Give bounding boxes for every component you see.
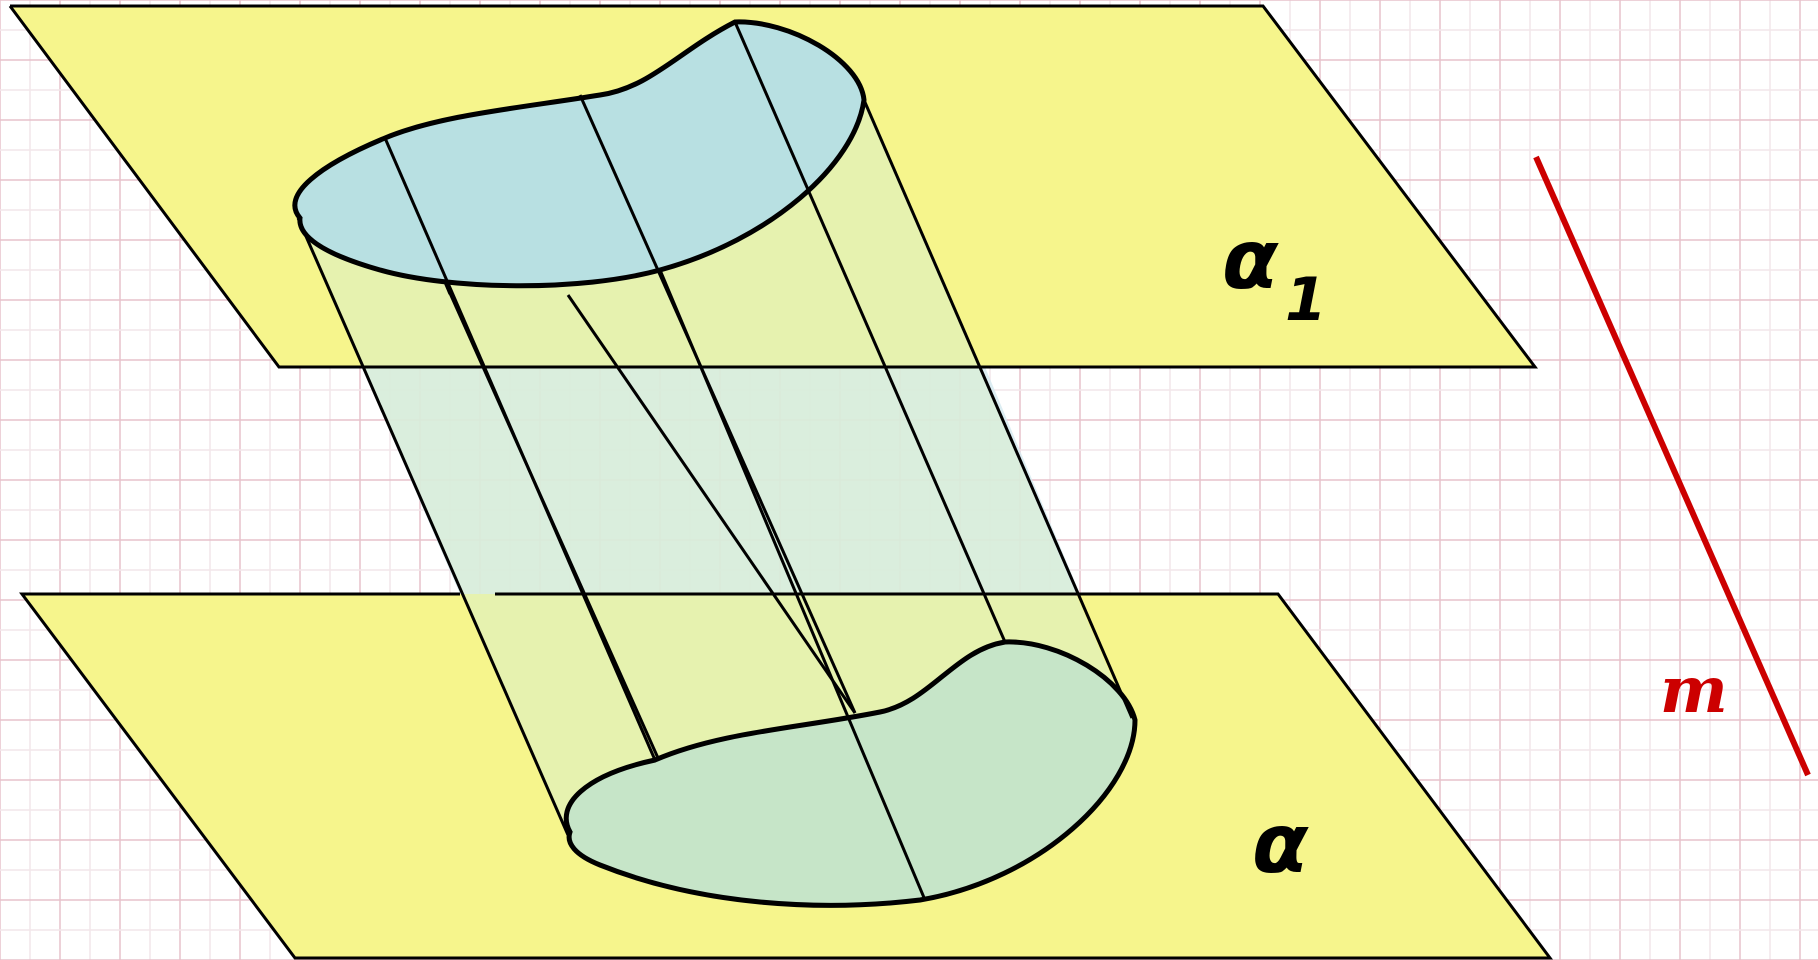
generatrix-hidden	[566, 294, 857, 714]
generatrix-4	[733, 21, 1007, 643]
generatrix-front-a	[658, 269, 927, 901]
cylinder-generatrices	[296, 21, 1134, 901]
upper-plane-edge	[8, 4, 1539, 369]
generatrix-left-outer	[296, 217, 570, 836]
lower-plane-label: α	[1252, 797, 1309, 892]
upper-plane-subscript: 1	[1285, 265, 1327, 335]
bottom-base-shape	[563, 639, 1138, 908]
lower-plane-edge-left	[19, 592, 1553, 960]
line-m	[1533, 155, 1811, 777]
line-m-label: m	[1660, 653, 1728, 728]
generatrix-right-outer	[862, 99, 1134, 719]
upper-plane-label: α	[1222, 213, 1279, 308]
top-base-shape	[292, 19, 867, 289]
generatrix-2-lower	[443, 281, 660, 759]
